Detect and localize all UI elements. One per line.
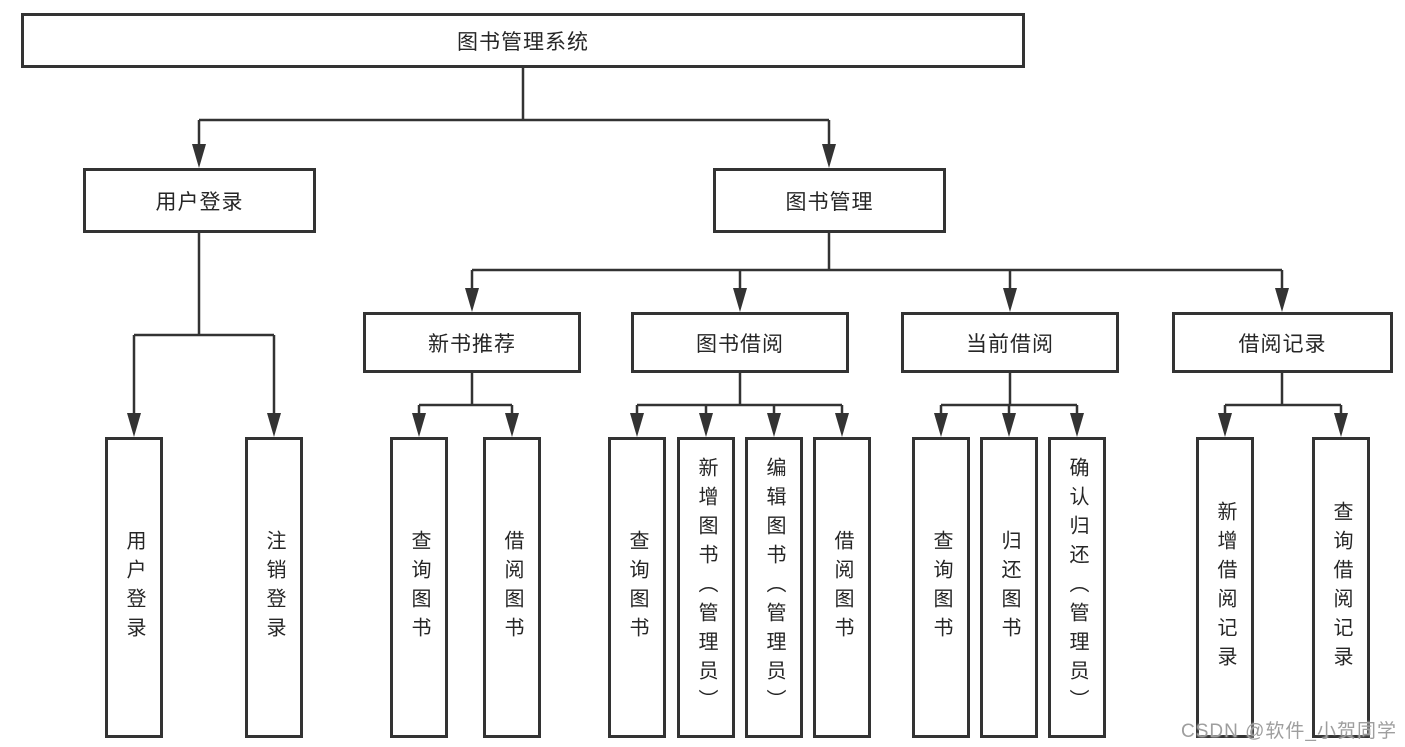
leaf-borrow-book-recommend: 借阅图书 — [483, 437, 541, 738]
leaf-add-book-admin: 新增图书（管理员） — [677, 437, 735, 738]
node-root-label: 图书管理系统 — [457, 30, 589, 54]
connector-new-book-to-leaves — [412, 373, 519, 437]
leaf-query-book-recommend: 查询图书 — [390, 437, 448, 738]
leaf-add-borrow-record: 新增借阅记录 — [1196, 437, 1254, 738]
node-user-login-label: 用户登录 — [155, 190, 244, 214]
node-borrow-record-label: 借阅记录 — [1238, 332, 1327, 356]
node-book-mgmt-label: 图书管理 — [785, 190, 874, 214]
leaf-query-borrow-record: 查询借阅记录 — [1312, 437, 1370, 738]
node-book-borrow-label: 图书借阅 — [696, 332, 784, 356]
connector-borrow-record-to-leaves — [1218, 373, 1348, 437]
connector-book-borrow-to-leaves — [630, 373, 849, 437]
leaf-edit-book-admin: 编辑图书（管理员） — [745, 437, 803, 738]
leaf-logout: 注销登录 — [245, 437, 303, 738]
node-book-mgmt: 图书管理 — [713, 168, 946, 233]
node-current-borrow-label: 当前借阅 — [966, 332, 1054, 356]
node-current-borrow: 当前借阅 — [901, 312, 1119, 373]
node-book-borrow: 图书借阅 — [631, 312, 849, 373]
connector-book-mgmt-to-sections — [465, 233, 1289, 312]
node-borrow-record: 借阅记录 — [1172, 312, 1393, 373]
connector-current-borrow-to-leaves — [934, 373, 1084, 437]
leaf-confirm-return-admin: 确认归还（管理员） — [1048, 437, 1106, 738]
connector-root-to-level2 — [192, 68, 836, 168]
node-new-book-recommend-label: 新书推荐 — [428, 332, 516, 356]
csdn-watermark: CSDN @软件_小贺同学 — [1181, 721, 1397, 742]
node-user-login: 用户登录 — [83, 168, 316, 233]
node-new-book-recommend: 新书推荐 — [363, 312, 581, 373]
leaf-return-book: 归还图书 — [980, 437, 1038, 738]
leaf-borrow-book: 借阅图书 — [813, 437, 871, 738]
leaf-query-book-current: 查询图书 — [912, 437, 970, 738]
node-root: 图书管理系统 — [21, 13, 1025, 68]
leaf-user-login: 用户登录 — [105, 437, 163, 738]
connector-user-login-to-leaves — [127, 233, 281, 437]
leaf-query-book-borrow: 查询图书 — [608, 437, 666, 738]
